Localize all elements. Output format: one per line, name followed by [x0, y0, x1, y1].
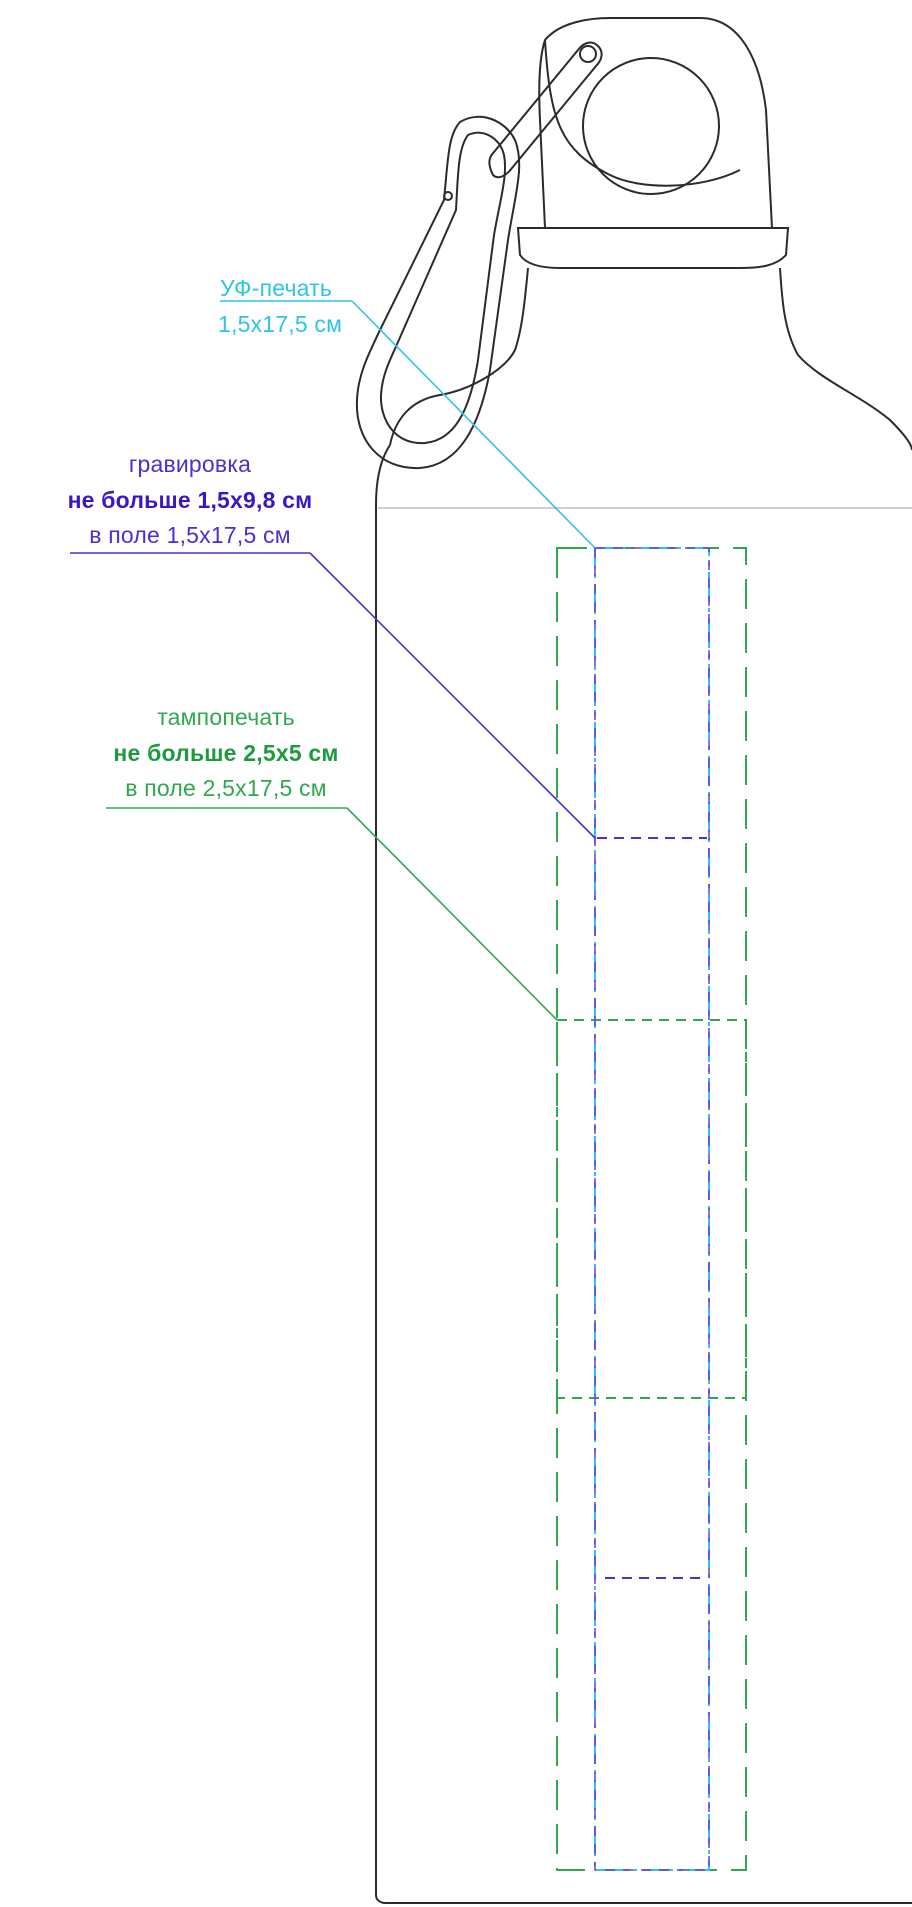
engraving-leader — [70, 552, 596, 839]
engraving-field-size: в поле 1,5x17,5 см — [89, 522, 291, 548]
pad-print-limit: не больше 2,5x5 см — [113, 740, 339, 766]
uv-print-leader — [220, 300, 596, 549]
pad-print-field-size: в поле 2,5x17,5 см — [125, 775, 327, 801]
engraving-field — [594, 547, 710, 1871]
pad-print-limit-zone — [556, 1019, 747, 1399]
bottle-outline-icon — [375, 267, 912, 1904]
engraving-limit: не больше 1,5x9,8 см — [67, 487, 313, 513]
pad-print-field — [556, 547, 747, 1871]
pad-print-title: тампопечать — [157, 704, 295, 730]
engraving-title: гравировка — [128, 451, 252, 477]
bottle-cap-icon — [516, 17, 790, 269]
carabiner-icon — [355, 41, 603, 470]
uv-print-title: УФ-печать — [220, 275, 333, 301]
pad-print-leader — [106, 807, 558, 1021]
uv-print-size: 1,5x17,5 см — [218, 311, 343, 337]
uv-print-field — [594, 547, 710, 1871]
